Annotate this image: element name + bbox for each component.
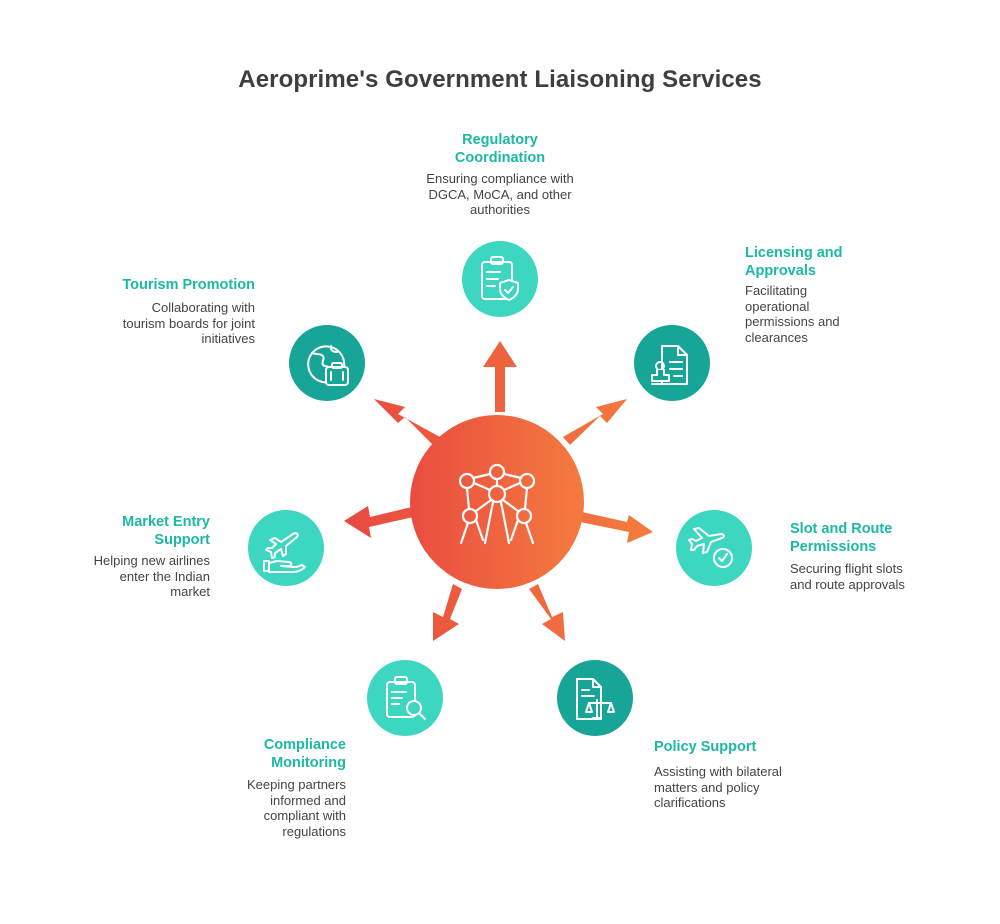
arrow-market [344, 506, 418, 538]
document-scales-icon [576, 678, 615, 720]
arrow-regulatory [483, 341, 517, 412]
desc-slot-route: Securing flight slots and route approval… [790, 561, 905, 592]
label-policy-support: Policy Support Assisting with bilateral … [654, 738, 789, 811]
label-regulatory-coordination: Regulatory Coordination Ensuring complia… [420, 131, 580, 218]
desc-policy-support: Assisting with bilateral matters and pol… [654, 764, 782, 810]
arrow-slot [580, 512, 653, 543]
heading-licensing-approvals: Licensing and Approvals [745, 245, 843, 279]
node-policy-support [557, 660, 633, 736]
node-market-entry [248, 510, 324, 586]
plane-check-icon [688, 527, 733, 568]
arrow-tourism [374, 399, 440, 445]
heading-slot-route: Slot and Route Permissions [790, 521, 893, 555]
globe-luggage-icon [307, 345, 349, 386]
desc-tourism-promotion: Collaborating with tourism boards for jo… [122, 300, 255, 346]
heading-tourism-promotion: Tourism Promotion [122, 277, 255, 293]
node-slot-route [676, 510, 752, 586]
arrows [344, 341, 653, 641]
label-tourism-promotion: Tourism Promotion Collaborating with tou… [110, 276, 255, 347]
node-tourism-promotion [289, 325, 365, 401]
heading-regulatory-coordination: Regulatory Coordination [454, 132, 546, 166]
plane-hand-icon [263, 532, 306, 573]
page-title: Aeroprime's Government Liaisoning Servic… [238, 66, 762, 93]
arrow-compliance [433, 584, 462, 641]
label-compliance-monitoring: Compliance Monitoring Keeping partners i… [226, 736, 346, 839]
atomium-icon [458, 463, 536, 545]
desc-compliance-monitoring: Keeping partners informed and compliant … [246, 777, 346, 839]
desc-licensing-approvals: Facilitating operational permissions and… [745, 283, 840, 345]
label-slot-route: Slot and Route Permissions Securing flig… [790, 520, 915, 592]
clipboard-shield-icon [481, 256, 519, 301]
clipboard-search-icon [386, 676, 426, 720]
heading-policy-support: Policy Support [654, 739, 757, 755]
center-hub [410, 415, 584, 589]
heading-compliance-monitoring: Compliance Monitoring [263, 737, 346, 771]
label-licensing-approvals: Licensing and Approvals Facilitating ope… [745, 244, 855, 345]
desc-market-entry: Helping new airlines enter the Indian ma… [93, 553, 210, 599]
node-licensing-approvals [634, 325, 710, 401]
label-market-entry: Market Entry Support Helping new airline… [80, 513, 210, 600]
node-regulatory-coordination [462, 241, 538, 317]
desc-regulatory-coordination: Ensuring compliance with DGCA, MoCA, and… [426, 171, 574, 217]
node-compliance-monitoring [367, 660, 443, 736]
arrow-policy [529, 584, 565, 641]
document-stamp-icon [651, 345, 688, 385]
heading-market-entry: Market Entry Support [122, 514, 210, 548]
arrow-licensing [563, 399, 627, 445]
